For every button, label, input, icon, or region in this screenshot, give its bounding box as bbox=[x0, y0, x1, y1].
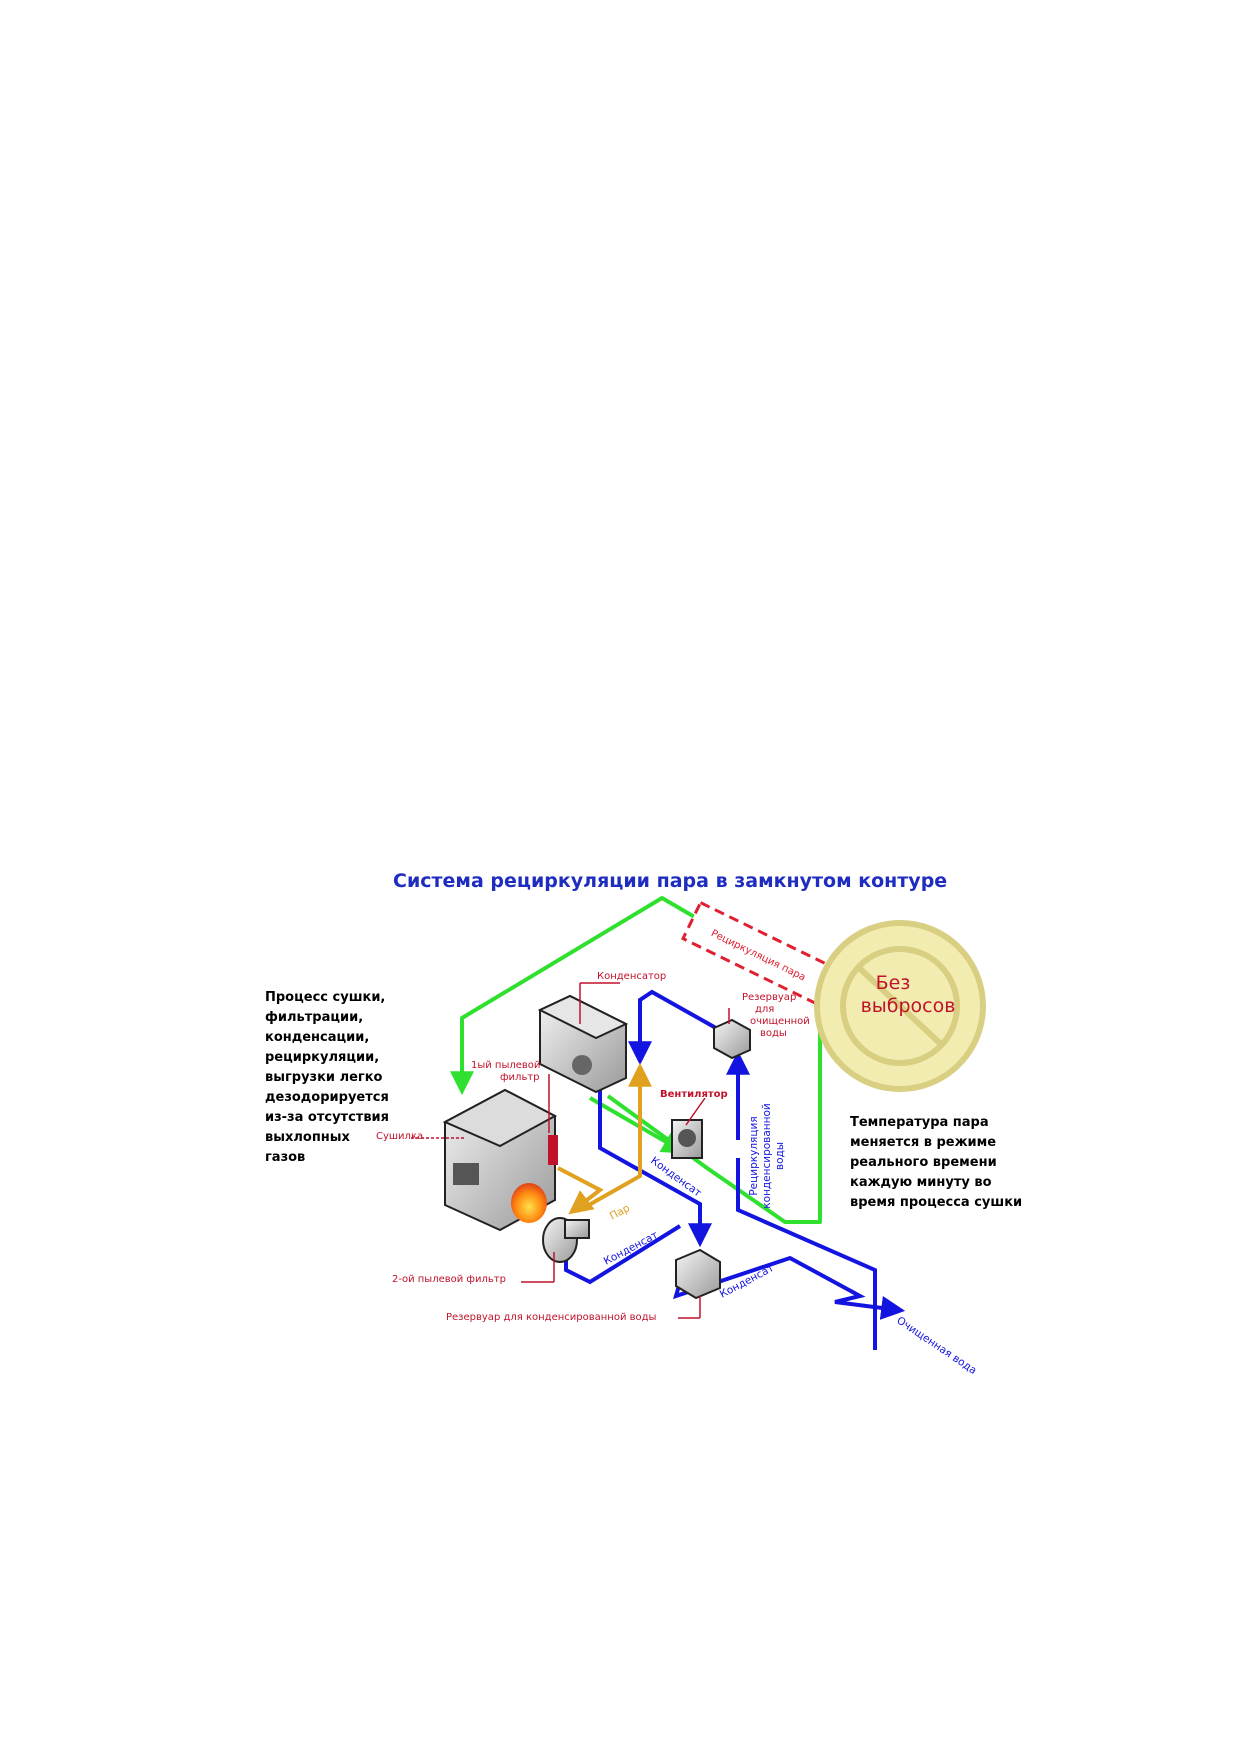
steam-recirculation-line bbox=[460, 896, 822, 1224]
clean-water-reservoir-label-1: Резервуар bbox=[742, 992, 796, 1003]
clean-water-flow-label: Очищенная вода bbox=[894, 1315, 978, 1377]
left-note-line-2: фильтрации, bbox=[265, 1010, 363, 1025]
right-note-line-3: реального времени bbox=[850, 1155, 997, 1170]
condensate-line-3 bbox=[673, 1255, 906, 1320]
left-note-line-7: из-за отсутствия bbox=[265, 1110, 389, 1125]
condensate-line-1 bbox=[598, 1080, 712, 1248]
no-emission-line-2: выбросов bbox=[861, 995, 956, 1017]
right-note-line-4: каждую минуту во bbox=[850, 1175, 992, 1190]
condensate-flow-label-3: Конденсат bbox=[718, 1262, 776, 1301]
left-note-line-3: конденсации, bbox=[265, 1030, 369, 1045]
clean-water-reservoir-label-4: воды bbox=[760, 1028, 787, 1039]
steam-to-fan-line bbox=[588, 1096, 687, 1154]
left-note-line-5: выгрузки легко bbox=[265, 1070, 383, 1085]
clean-water-reservoir-label-3: очищенной bbox=[750, 1016, 810, 1027]
right-note-line-2: меняется в режиме bbox=[850, 1135, 996, 1150]
second-dust-filter-icon bbox=[542, 1217, 590, 1263]
vapor-flow-label: Пар bbox=[608, 1202, 632, 1223]
condensate-flow-label-2: Конденсат bbox=[602, 1229, 660, 1268]
left-note-line-9: газов bbox=[265, 1150, 305, 1165]
recirculated-water-line bbox=[736, 1158, 877, 1350]
left-process-note: Процесс сушки, фильтрации, конденсации, … bbox=[265, 990, 389, 1165]
left-note-line-1: Процесс сушки, bbox=[265, 990, 385, 1005]
right-temperature-note: Температура пара меняется в режиме реаль… bbox=[850, 1115, 1022, 1210]
first-dust-filter-label-2: фильтр bbox=[500, 1072, 540, 1083]
no-emission-line-1: Без bbox=[876, 972, 911, 994]
vapor-line bbox=[557, 1166, 604, 1215]
left-note-line-8: выхлопных bbox=[265, 1130, 351, 1145]
condenser-icon bbox=[537, 994, 629, 1094]
no-emission-sign: Без выбросов bbox=[814, 920, 986, 1092]
condenser-label: Конденсатор bbox=[597, 971, 666, 982]
recirculated-water-label-3: воды bbox=[774, 1142, 786, 1170]
first-dust-filter-label-1: 1ый пылевой bbox=[471, 1060, 540, 1071]
condensed-water-reservoir-label: Резервуар для конденсированной воды bbox=[446, 1312, 656, 1323]
left-note-line-4: рециркуляции, bbox=[265, 1050, 379, 1065]
dryer-label: Сушилка bbox=[376, 1131, 423, 1142]
condensed-water-reservoir-icon bbox=[675, 1248, 721, 1300]
right-note-line-5: время процесса сушки bbox=[850, 1195, 1022, 1210]
recirculated-water-label-2: конденсированной bbox=[761, 1103, 773, 1209]
dryer-icon bbox=[442, 1088, 558, 1232]
steam-recirculation-box: Рециркуляция пара bbox=[681, 900, 838, 1007]
fan-label: Вентилятор bbox=[660, 1089, 728, 1100]
second-dust-filter-label: 2-ой пылевой фильтр bbox=[392, 1274, 506, 1285]
diagram-title: Система рециркуляции пара в замкнутом ко… bbox=[393, 870, 947, 892]
recirculated-water-label: Рециркуляция конденсированной воды bbox=[748, 1103, 786, 1209]
left-note-line-6: дезодорируется bbox=[265, 1090, 389, 1105]
fan-icon bbox=[671, 1119, 703, 1159]
vapor-rise-line bbox=[579, 1062, 652, 1212]
right-note-line-1: Температура пара bbox=[850, 1115, 989, 1130]
clean-water-reservoir-icon bbox=[713, 1018, 751, 1060]
clean-water-reservoir-label-2: для bbox=[755, 1004, 774, 1015]
recirculated-water-label-1: Рециркуляция bbox=[748, 1116, 760, 1195]
clean-water-to-condenser-line bbox=[628, 989, 717, 1066]
